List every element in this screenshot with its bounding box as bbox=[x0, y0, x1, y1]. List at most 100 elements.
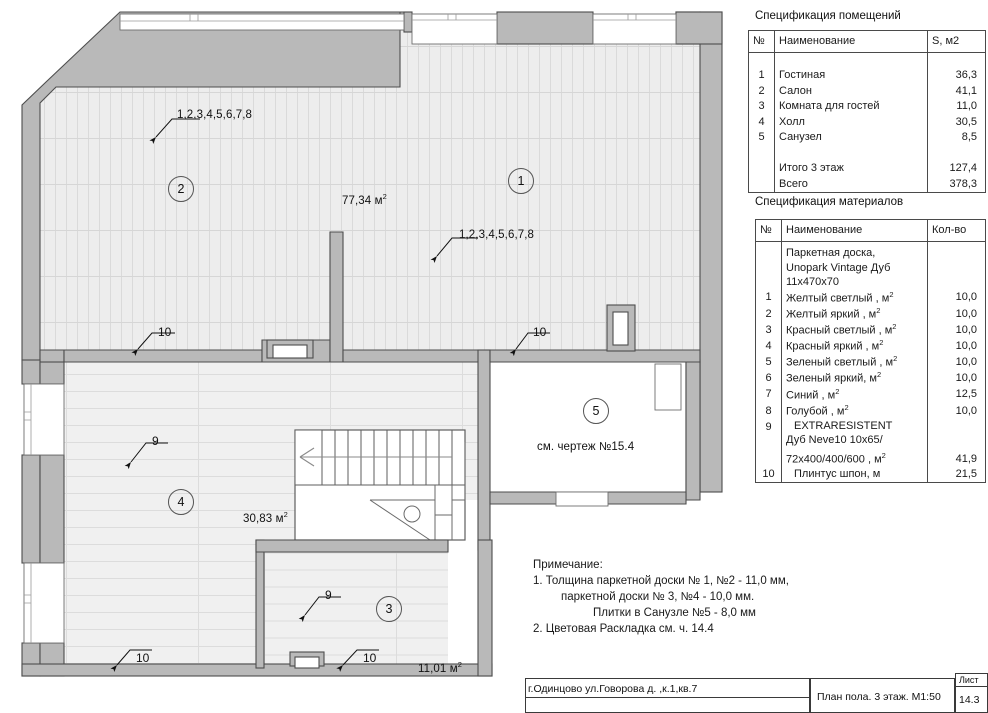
group-line-1: Паркетная доска, bbox=[786, 247, 876, 259]
room-num: 4 bbox=[748, 114, 775, 130]
mat-num: 8 bbox=[755, 402, 782, 419]
mat-qty: 10,0 bbox=[927, 354, 986, 371]
table-row: 1 Гостиная 36,3 bbox=[748, 68, 986, 84]
leader-label-floor-guest: 9 bbox=[325, 588, 332, 602]
note-line-2: паркетной доски № 3, №4 - 10,0 мм. bbox=[561, 591, 755, 603]
room-area: 36,3 bbox=[927, 68, 986, 84]
group-line-2: Unopark Vintage Дуб bbox=[786, 261, 891, 274]
mat-name: EXTRARESISTENT Дуб Neve10 10x65/ 72x400/… bbox=[781, 418, 928, 468]
table-row: 7 Синий , м2 12,5 bbox=[755, 386, 986, 403]
area-value-guest: 11,01 м bbox=[418, 662, 458, 675]
total-row: Всего 378,3 bbox=[748, 176, 986, 193]
mat-qty: 10,0 bbox=[927, 402, 986, 419]
rooms-spec-table: № Наименование S, м2 1 Гостиная 36,3 2 С… bbox=[748, 30, 986, 193]
mat-num: 4 bbox=[755, 338, 782, 355]
table-row: 2 Желтый яркий , м2 10,0 bbox=[755, 305, 986, 322]
walls bbox=[21, 11, 723, 677]
mat-num: 3 bbox=[755, 321, 782, 339]
note-line-1: 1. Толщина паркетной доски № 1, №2 - 11,… bbox=[533, 575, 789, 587]
materials-spec-table: № Наименование Кол-во Паркетная доска, U… bbox=[755, 219, 986, 484]
room-num: 3 bbox=[748, 99, 775, 115]
leader-label-skirting-bottom-left: 10 bbox=[136, 651, 150, 665]
table-row: 4 Красный яркий , м2 10,0 bbox=[755, 338, 986, 355]
mat-num: 1 bbox=[755, 289, 782, 306]
title-block-sheet-label: Лист bbox=[959, 675, 979, 685]
mat-qty: 12,5 bbox=[927, 386, 986, 403]
area-value-salon: 77,34 м bbox=[342, 194, 383, 207]
spacer-row bbox=[748, 145, 986, 161]
floor-plan: 2 1 4 3 5 1,2,3,4,5,6,7,8 1,2,3,4,5,6,7,… bbox=[21, 11, 723, 677]
mat-name: Зеленый светлый , м2 bbox=[781, 354, 928, 371]
mat-col-qty: Кол-во bbox=[927, 219, 986, 242]
mat-name: Синий , м2 bbox=[781, 386, 928, 403]
room-name: Гостиная bbox=[774, 68, 928, 84]
bathroom-floor bbox=[490, 364, 686, 492]
mat-num: 5 bbox=[755, 354, 782, 371]
area-sup-hall: 2 bbox=[283, 510, 288, 519]
area-label-hall: 30,83 м2 bbox=[243, 510, 288, 525]
mat-qty: 10,0 bbox=[927, 321, 986, 339]
total-name: Всего bbox=[774, 176, 928, 193]
group-heading-row: Паркетная доска, Unopark Vintage Дуб 11x… bbox=[755, 240, 986, 290]
leader-lines bbox=[110, 118, 550, 672]
room-num: 5 bbox=[748, 130, 775, 146]
mat-name: Желтый светлый , м2 bbox=[781, 289, 928, 306]
mat-name: Плинтус шпон, м bbox=[781, 467, 928, 484]
note-line-4: 2. Цветовая Раскладка см. ч. 14.4 bbox=[533, 623, 714, 635]
mat-name: Зеленый яркий, м2 bbox=[781, 370, 928, 387]
room-name: Холл bbox=[774, 114, 928, 130]
rooms-col-area: S, м2 bbox=[927, 30, 986, 53]
title-block-address-cell bbox=[525, 678, 810, 698]
room-tag-5: 5 bbox=[583, 398, 609, 424]
room-area: 11,0 bbox=[927, 99, 986, 115]
mat-num: 10 bbox=[755, 467, 782, 484]
mat-line-2: Дуб Neve10 10x65/ bbox=[786, 434, 883, 447]
mat-qty: 41,9 bbox=[927, 418, 986, 468]
mat-line-1: EXTRARESISTENT bbox=[794, 419, 893, 432]
room-area: 41,1 bbox=[927, 83, 986, 99]
table-row: 6 Зеленый яркий, м2 10,0 bbox=[755, 370, 986, 387]
total-area: 127,4 bbox=[927, 161, 986, 177]
rooms-col-num: № bbox=[748, 30, 775, 53]
material-callout-upper-left: 1,2,3,4,5,6,7,8 bbox=[177, 109, 253, 121]
mat-qty: 21,5 bbox=[927, 467, 986, 484]
table-row: 5 Зеленый светлый , м2 10,0 bbox=[755, 354, 986, 371]
windows bbox=[23, 13, 682, 644]
leader-label-skirting-left-upper: 10 bbox=[158, 325, 172, 339]
area-value-hall: 30,83 м bbox=[243, 512, 284, 525]
table-header-row: № Наименование S, м2 bbox=[748, 30, 986, 53]
room-tag-4: 4 bbox=[168, 489, 194, 515]
table-row: 1 Желтый светлый , м2 10,0 bbox=[755, 289, 986, 306]
room-num: 2 bbox=[748, 83, 775, 99]
table-row-extraresistent: 9 EXTRARESISTENT Дуб Neve10 10x65/ 72x40… bbox=[755, 418, 986, 468]
spacer-row bbox=[748, 52, 986, 68]
table-row: 10 Плинтус шпон, м 21,5 bbox=[755, 467, 986, 484]
floor-upper bbox=[40, 30, 700, 360]
total-name: Итого 3 этаж bbox=[774, 161, 928, 177]
title-block-title: План пола. 3 этаж. M1:50 bbox=[817, 691, 941, 703]
leader-label-skirting-bottom-mid: 10 bbox=[363, 651, 377, 665]
leader-label-skirting-right-upper: 10 bbox=[533, 325, 547, 339]
area-sup-salon: 2 bbox=[382, 192, 387, 201]
title-block-sheet-number: 14.3 bbox=[959, 694, 980, 706]
rooms-col-name: Наименование bbox=[774, 30, 928, 53]
mat-num: 9 bbox=[755, 418, 782, 468]
title-block-left-lower-cell bbox=[525, 698, 810, 713]
leader-label-floor-hall: 9 bbox=[152, 434, 159, 448]
mat-group-heading: Паркетная доска, Unopark Vintage Дуб 11x… bbox=[781, 240, 928, 290]
title-block-title-cell bbox=[810, 678, 955, 713]
table-row: 4 Холл 30,5 bbox=[748, 114, 986, 130]
group-line-3: 11x470x70 bbox=[786, 276, 840, 289]
title-block-address: г.Одинцово ул.Говорова д. ,к.1,кв.7 bbox=[528, 683, 698, 695]
mat-qty: 10,0 bbox=[927, 289, 986, 306]
room-area: 30,5 bbox=[927, 114, 986, 130]
table-row: 5 Санузел 8,5 bbox=[748, 130, 986, 146]
mat-col-name: Наименование bbox=[781, 219, 928, 242]
mat-name: Голубой , м2 bbox=[781, 402, 928, 419]
room-name: Санузел bbox=[774, 130, 928, 146]
mat-name: Красный светлый , м2 bbox=[781, 321, 928, 339]
room-name: Комната для гостей bbox=[774, 99, 928, 115]
room-num: 1 bbox=[748, 68, 775, 84]
room-area: 8,5 bbox=[927, 130, 986, 146]
room-name: Салон bbox=[774, 83, 928, 99]
